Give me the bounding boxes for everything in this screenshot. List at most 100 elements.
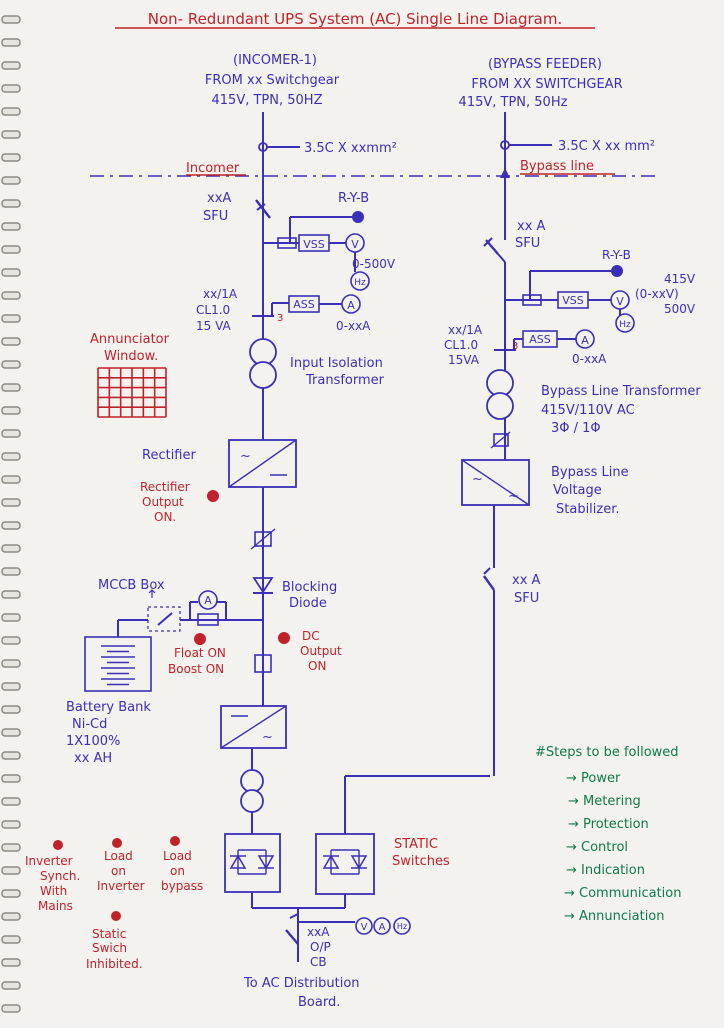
load-bypass-indicator xyxy=(170,836,180,846)
inverter-thyristor-pair xyxy=(229,849,275,875)
dc-fuse xyxy=(254,531,272,547)
bypass-cable-size: 3.5C X xx mm² xyxy=(558,139,655,154)
spiral-ring xyxy=(1,958,21,967)
spiral-ring xyxy=(1,452,21,461)
static-inhibited-line3: Inhibited. xyxy=(86,957,143,971)
blocking-diode-label-line2: Diode xyxy=(289,596,327,611)
spiral-ring xyxy=(1,498,21,507)
distribution-label: To AC Distribution Board. xyxy=(243,976,364,1010)
dc-output-label: DC Output ON xyxy=(300,629,346,673)
battery-bank-box xyxy=(84,636,152,692)
blocking-diode-symbol xyxy=(252,577,274,594)
spiral-ring xyxy=(1,222,21,231)
incomer-voltage-range: 0-500V xyxy=(352,257,396,271)
steps-list-item: → Communication xyxy=(564,886,682,901)
spiral-ring xyxy=(1,15,21,24)
bypass-ryb-indicator xyxy=(611,265,623,277)
spiral-ring xyxy=(1,751,21,760)
blocking-diode-label: Blocking Diode xyxy=(282,580,341,611)
output-voltmeter-text: V xyxy=(361,922,368,933)
annunciator-label-line1: Annunciator xyxy=(90,332,170,347)
float-label: Float ON xyxy=(174,646,226,660)
bypass-hz-meter xyxy=(615,313,635,333)
incomer-vt-fuse xyxy=(277,237,297,249)
spiral-ring xyxy=(1,314,21,323)
bypass-stabilizer-label: Bypass Line Voltage Stabilizer. xyxy=(551,465,633,517)
spiral-ring xyxy=(1,659,21,668)
load-inverter-line2: on xyxy=(111,864,126,878)
incomer-sfu-label: SFU xyxy=(203,209,228,224)
spiral-ring xyxy=(1,61,21,70)
input-transformer-label-line2: Transformer xyxy=(305,373,385,388)
steps-list-item: → Annunciation xyxy=(564,909,665,924)
bypass-transformer-secondary xyxy=(486,392,514,420)
input-transformer-label: Input Isolation Transformer xyxy=(290,356,387,388)
spiral-ring xyxy=(1,774,21,783)
rectifier-ac-symbol: ~ xyxy=(240,449,251,464)
bypass-sfu-rating: xx A xyxy=(517,219,546,234)
bypass-rating: 415V, TPN, 50Hz xyxy=(459,95,568,110)
spiral-ring xyxy=(1,107,21,116)
spiral-ring xyxy=(1,337,21,346)
distribution-line1: To AC Distribution xyxy=(243,976,360,991)
output-cb-label1: O/P xyxy=(310,940,331,954)
incomer-ct-burden: 15 VA xyxy=(196,319,232,333)
load-bypass-label: Load on bypass xyxy=(161,849,203,893)
spiral-ring xyxy=(1,728,21,737)
incomer-current-range: 0-xxA xyxy=(336,319,371,333)
bypass-transformer-fuse xyxy=(493,433,509,447)
distribution-line2: Board. xyxy=(298,995,340,1010)
incomer-ct-ratio: xx/1A xyxy=(203,287,238,301)
load-inverter-line3: Inverter xyxy=(97,879,145,893)
inverter-block xyxy=(220,705,287,749)
spiral-ring xyxy=(1,38,21,47)
rectifier-diagonal xyxy=(228,439,297,488)
steps-list-item: → Protection xyxy=(568,817,649,832)
bypass-vss-text: VSS xyxy=(562,294,584,307)
spiral-ring xyxy=(1,843,21,852)
bypass-sfu2-rating: xx A xyxy=(512,573,541,588)
float-boost-indicator xyxy=(194,633,206,645)
incomer-ass-text: ASS xyxy=(293,298,315,311)
incomer-sfu-switch xyxy=(255,199,271,219)
bypass-ct-ratio: xx/1A xyxy=(448,323,483,337)
bypass-static-switch xyxy=(315,833,375,895)
inverter-ac-symbol: ~ xyxy=(262,730,273,745)
incomer-voltmeter-text: V xyxy=(351,238,359,251)
bypass-sfu2-switch xyxy=(483,575,495,591)
bypass-stabilizer-line2: Voltage xyxy=(553,483,602,498)
spiral-ring xyxy=(1,153,21,162)
battery-shunt xyxy=(197,613,219,626)
static-switches-label: STATIC Switches xyxy=(392,837,450,869)
spiral-ring xyxy=(1,935,21,944)
inverter-diagonal xyxy=(220,705,287,749)
steps-heading: #Steps to be followed xyxy=(535,745,679,760)
mccb-label: MCCB Box xyxy=(98,578,165,593)
bypass-heading: (BYPASS FEEDER) xyxy=(488,57,602,72)
bypass-ass-text: ASS xyxy=(529,333,551,346)
inverter-sync-line3: With xyxy=(40,884,67,898)
incomer-rating: 415V, TPN, 50HZ xyxy=(212,93,323,108)
thyristor-frame xyxy=(330,849,360,875)
boost-label: Boost ON xyxy=(168,662,224,676)
bypass-ammeter-text: A xyxy=(581,334,589,347)
incomer-ct-count: 3 xyxy=(277,313,283,324)
bypass-voltage-range-3: 500V xyxy=(664,302,696,316)
incomer-ct-class: CL1.0 xyxy=(196,303,230,317)
static-inhibited-indicator xyxy=(111,911,121,921)
static-inhibited-label: Static Swich Inhibited. xyxy=(86,927,143,971)
spiral-ring xyxy=(1,636,21,645)
spiral-ring xyxy=(1,521,21,530)
bypass-sfu-link xyxy=(497,253,506,263)
incomer-ryb-label: R-Y-B xyxy=(338,191,369,206)
inverter-sync-label: Inverter Synch. With Mains xyxy=(25,854,84,913)
bypass-sfu-label: SFU xyxy=(515,236,540,251)
spiral-ring xyxy=(1,383,21,392)
output-cb-rating: xxA xyxy=(307,925,330,939)
mccb-arrow xyxy=(148,589,156,598)
spiral-ring xyxy=(1,613,21,622)
output-ammeter-text: A xyxy=(379,922,386,933)
static-inhibited-line2: Swich xyxy=(92,941,127,955)
output-ammeter xyxy=(373,917,391,935)
spiral-ring xyxy=(1,130,21,139)
